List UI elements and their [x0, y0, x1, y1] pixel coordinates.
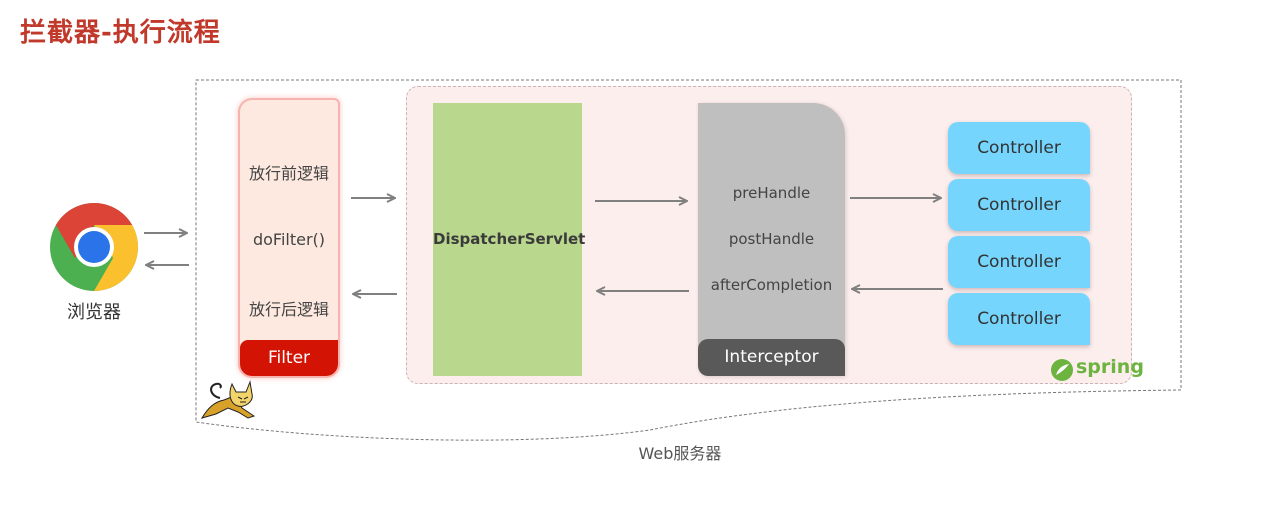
interceptor-label: Interceptor [698, 339, 845, 376]
page-title: 拦截器-执行流程 [20, 18, 221, 48]
interceptor-posthandle: postHandle [728, 230, 815, 248]
spring-logo: spring [1050, 356, 1144, 382]
web-server-label: Web服务器 [638, 444, 722, 463]
dispatcher-servlet-label: DispatcherServlet [433, 230, 586, 248]
browser-label: 浏览器 [67, 302, 121, 323]
filter-do-filter: doFilter() [252, 230, 326, 249]
interceptor-box: preHandle postHandle afterCompletion Int… [698, 103, 845, 376]
controller-box: Controller [948, 293, 1090, 345]
interceptor-prehandle: preHandle [732, 184, 811, 202]
spring-leaf-icon [1051, 359, 1073, 381]
filter-box: 放行前逻辑 doFilter() 放行后逻辑 Filter [240, 100, 338, 376]
controller-box: Controller [948, 236, 1090, 288]
chrome-icon [50, 203, 138, 291]
controller-box: Controller [948, 122, 1090, 174]
spring-logo-text: spring [1076, 356, 1144, 378]
controller-box: Controller [948, 179, 1090, 231]
interceptor-aftercompletion: afterCompletion [710, 276, 833, 294]
filter-before-logic: 放行前逻辑 [248, 164, 329, 183]
filter-after-logic: 放行后逻辑 [248, 300, 329, 319]
dispatcher-servlet-box: DispatcherServlet [433, 103, 586, 376]
tomcat-icon [200, 380, 256, 419]
filter-label: Filter [240, 340, 338, 376]
